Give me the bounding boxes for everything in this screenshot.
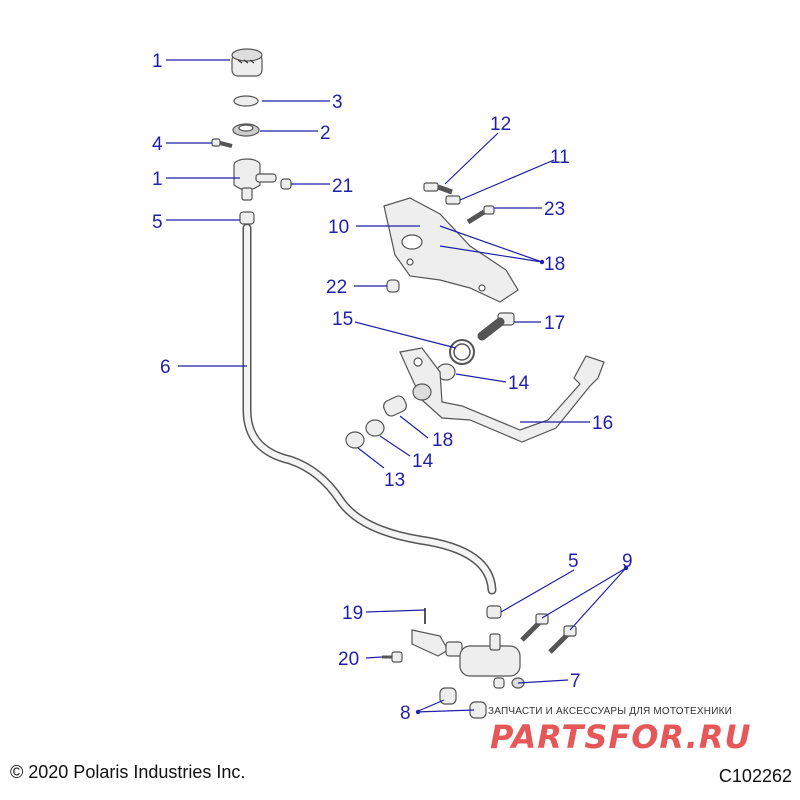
watermark-tagline: ЗАПЧАСТИ И АКСЕССУАРЫ ДЛЯ МОТОТЕХНИКИ	[488, 706, 733, 717]
leader-lines	[166, 59, 629, 715]
callout-7: 7	[570, 671, 581, 692]
pivot-sleeve	[383, 395, 407, 417]
bolt-12	[423, 182, 453, 195]
callout-1-body: 1	[152, 169, 163, 190]
callout-18-upper: 18	[544, 254, 565, 275]
callout-5-lower: 5	[568, 551, 579, 572]
reservoir-cap	[231, 48, 263, 77]
callout-6: 6	[160, 357, 171, 378]
bolt-17	[477, 312, 515, 341]
bushing-14-lower	[365, 419, 385, 437]
nut-21	[280, 178, 292, 190]
reservoir-screw	[211, 138, 233, 148]
callout-17: 17	[544, 313, 565, 334]
nut-22	[386, 279, 400, 293]
nut-8-left	[439, 687, 457, 705]
clevis-pin	[382, 651, 403, 663]
callout-13: 13	[384, 470, 405, 491]
copyright-notice: © 2020 Polaris Industries Inc.	[10, 762, 246, 782]
callout-4: 4	[152, 134, 163, 155]
callout-1-cap: 1	[152, 51, 163, 72]
bolt-23	[466, 205, 495, 225]
pedal-bracket	[383, 197, 519, 303]
watermark-logo: PARTSFOR.RU	[490, 718, 752, 756]
callout-9: 9	[622, 551, 633, 572]
parts-drawing	[211, 48, 605, 719]
callout-18-lower: 18	[432, 430, 453, 451]
callout-10: 10	[328, 217, 349, 238]
bolts-9	[520, 613, 577, 654]
callout-23: 23	[544, 199, 565, 220]
callout-16: 16	[592, 413, 613, 434]
bolt-11	[445, 195, 461, 205]
callout-8: 8	[400, 703, 411, 724]
callout-22: 22	[326, 277, 347, 298]
hose-clamp-lower	[486, 605, 502, 619]
hose-clamp-upper	[239, 211, 255, 225]
callout-14-lower: 14	[412, 451, 434, 472]
callout-21: 21	[332, 176, 353, 197]
seal-ring	[232, 123, 260, 137]
callout-19: 19	[342, 603, 363, 624]
callout-14-upper: 14	[508, 373, 530, 394]
reservoir-body	[233, 158, 277, 201]
callout-5-upper: 5	[152, 212, 163, 233]
callout-2: 2	[320, 123, 331, 144]
diaphragm	[233, 95, 259, 107]
callout-3: 3	[332, 92, 343, 113]
callout-11: 11	[550, 147, 570, 168]
drawing-id: C102262	[718, 766, 792, 786]
retaining-clip	[449, 339, 475, 365]
bushing-13	[345, 431, 365, 449]
callout-labels: 1 3 2 4 1 21 5 12 11 23 10 18 22 15 17 1…	[152, 51, 633, 724]
master-cylinder	[411, 629, 525, 689]
callout-20: 20	[338, 649, 359, 670]
clutch-pedal-arm	[399, 347, 605, 443]
callout-12: 12	[490, 114, 511, 135]
callout-15: 15	[332, 309, 353, 330]
